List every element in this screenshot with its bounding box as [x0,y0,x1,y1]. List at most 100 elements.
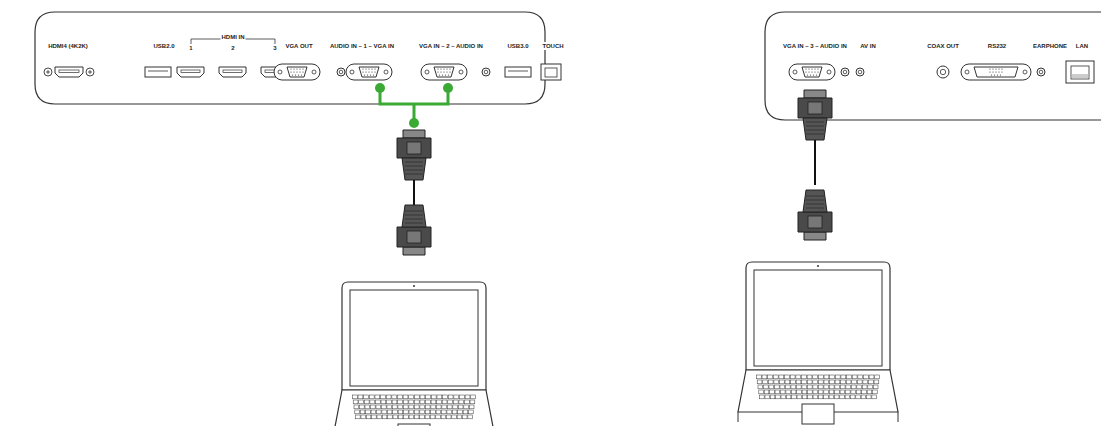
laptop-key [376,405,381,409]
vga-pin [373,74,374,75]
laptop-key [464,400,469,404]
vga-plug [804,232,826,240]
laptop-key [867,395,872,399]
vga-pin [299,71,300,72]
laptop-base [334,390,494,426]
laptop-key [863,375,868,379]
port-label: 1 [188,44,193,52]
laptop-key [802,395,807,399]
laptop-key [375,400,380,404]
laptop-key [779,375,784,379]
laptop-key [763,385,768,389]
laptop-key [463,410,468,414]
vga-plug [806,130,824,131]
laptop-key [470,400,475,404]
laptop-key [824,375,829,379]
audio-jack [843,70,847,74]
screw [44,68,52,76]
laptop-key [851,385,856,389]
laptop-key [382,410,387,414]
laptop-key [452,410,457,414]
laptop-key [431,405,436,409]
vga-pin [811,71,812,72]
laptop-lid [342,282,486,390]
connection-bracket [380,88,448,123]
laptop-key [792,395,797,399]
vga-plug [804,90,826,98]
laptop-key [762,375,767,379]
laptop-key [398,415,403,419]
laptop-key [829,395,834,399]
vga-pin [992,68,993,69]
vga-pin [301,74,302,75]
laptop-key [403,405,408,409]
laptop-key [840,395,845,399]
laptop-key [392,395,397,399]
laptop-key [356,415,361,419]
screw [46,70,50,74]
vga-pin [443,71,444,72]
vga-port [827,70,831,74]
vga-plug [806,134,824,135]
touch-port [545,68,557,77]
usb-port [505,67,531,77]
laptop-key [420,400,425,404]
laptop-key [425,415,430,419]
laptop-lid [746,262,890,370]
vga-plug [806,196,824,197]
laptop-key [386,395,391,399]
vga-pin [808,68,809,69]
vga-plug [405,170,423,171]
vga-plug [806,122,824,123]
vga-port [312,70,316,74]
laptop-key [409,415,414,419]
touch-port [541,64,561,80]
laptop-key [872,395,877,399]
laptop-key [818,385,823,389]
laptop-key [393,410,398,414]
laptop-key [465,395,470,399]
vga-port [278,70,282,74]
vga-pin [443,68,444,69]
laptop-key [364,400,369,404]
laptop-key [813,385,818,389]
vga-pin [998,71,999,72]
laptop-key [791,390,796,394]
vga-plug [798,190,832,240]
vga-cable [413,180,415,205]
vga-pin [1000,74,1001,75]
audio-jack [1037,68,1045,76]
connection-dot [409,118,419,128]
laptop-key [830,375,835,379]
laptop-key [371,410,376,414]
laptop-base [738,412,898,422]
laptop-key [420,405,425,409]
laptop-key [846,385,851,389]
laptop-key [773,375,778,379]
lan-pin [1073,74,1074,78]
audio-jack [482,68,490,76]
port-label: AUDIO IN – 1 – VGA IN [329,42,395,50]
laptop-key [856,390,861,394]
laptop-key [796,385,801,389]
vga-pin [302,71,303,72]
laptop-key [813,375,818,379]
vga-pin [989,68,990,69]
laptop-key [857,380,862,384]
laptop-key [868,380,873,384]
vga-pin [805,71,806,72]
laptop-camera [413,285,415,287]
vga-port [421,64,467,80]
laptop-key [846,380,851,384]
audio-jack [337,68,345,76]
laptop-key [387,400,392,404]
laptop-key [398,410,403,414]
laptop-touchpad [802,404,834,424]
hdmi-port [219,67,246,77]
laptop-key [818,390,823,394]
vga-cable [814,140,816,185]
laptop-key [354,405,359,409]
laptop-key [770,390,775,394]
laptop-key [829,385,834,389]
